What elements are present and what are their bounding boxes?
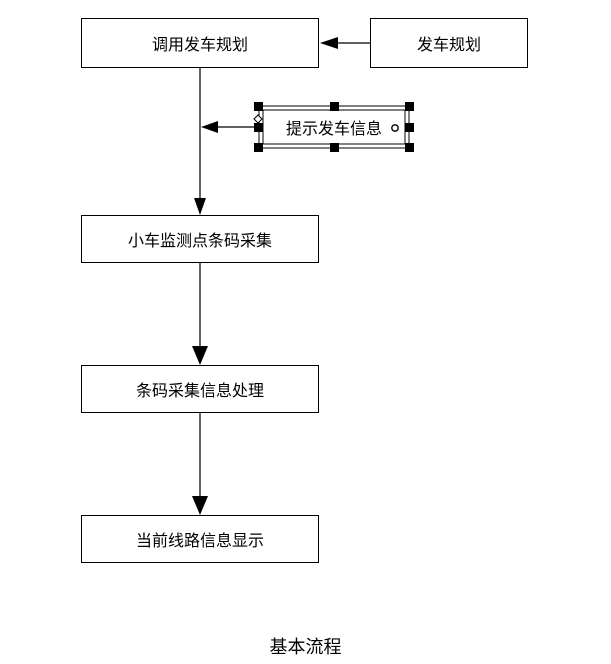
node-route-display[interactable]: 当前线路信息显示 [81,515,319,563]
resize-handle-ne [405,102,414,111]
anchor-marker [253,114,263,124]
arrowhead [201,121,218,133]
arrowhead [192,346,208,365]
node-dispatch-info-prompt[interactable]: 提示发车信息 [259,106,409,148]
rotate-handle [391,124,399,132]
resize-handle-se [405,143,414,152]
node-dispatch-plan-call[interactable]: 调用发车规划 [81,18,319,68]
node-label: 条码采集信息处理 [135,381,264,400]
resize-handle-s [330,143,339,152]
node-barcode-process[interactable]: 条码采集信息处理 [81,365,319,413]
arrowhead [194,198,206,215]
resize-handle-n [330,102,339,111]
node-label: 小车监测点条码采集 [127,231,272,250]
node-label: 提示发车信息 [285,119,382,138]
figure-caption: 基本流程 [269,637,342,658]
selection-frame[interactable] [253,102,414,152]
edge-collect-to-process [192,263,208,365]
resize-handle-nw [254,102,263,111]
node-barcode-collect[interactable]: 小车监测点条码采集 [81,215,319,263]
resize-handle-w [254,123,263,132]
edge-plan-to-call [320,37,370,49]
edge-process-to-display [192,413,208,515]
resize-handle-sw [254,143,263,152]
edge-call-to-collect [194,68,206,215]
arrowhead [320,37,338,49]
arrowhead [192,496,208,515]
node-label: 发车规划 [416,35,481,54]
resize-handle-e [405,123,414,132]
edge-prompt-to-line [201,121,259,133]
node-dispatch-plan[interactable]: 发车规划 [370,18,528,68]
node-label: 当前线路信息显示 [135,531,264,550]
node-label: 调用发车规划 [151,35,248,54]
